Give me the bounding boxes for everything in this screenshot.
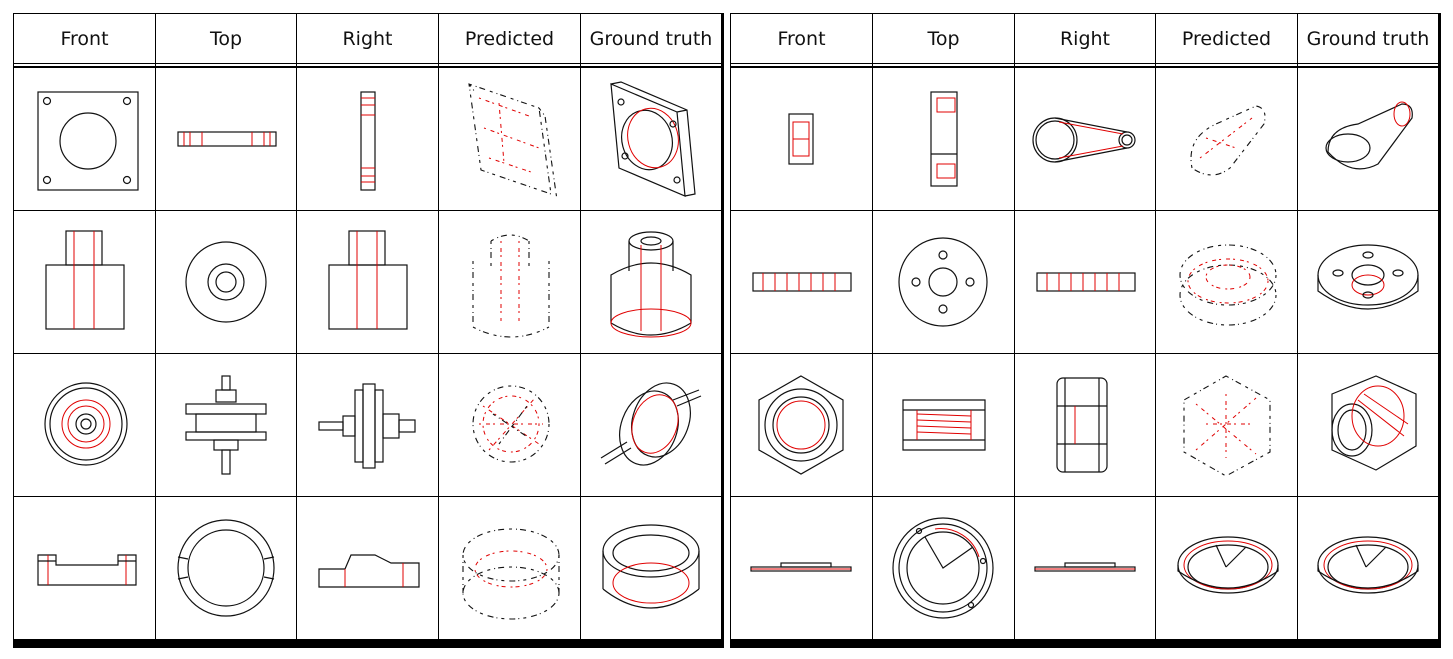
drawing-right-view (1015, 497, 1155, 639)
drawing-top-view (156, 211, 296, 353)
header-right: Right (297, 14, 438, 67)
header-predicted: Predicted (1156, 14, 1297, 67)
left-comparison-table: Front Top Right Predicted Ground truth (13, 13, 724, 648)
header-front: Front (14, 14, 155, 67)
drawing-predicted (1156, 68, 1297, 210)
drawing-right-view (297, 354, 438, 496)
drawing-ground-truth (581, 68, 721, 210)
drawing-top-view (873, 497, 1014, 639)
header-top: Top (156, 14, 296, 67)
drawing-right-view (297, 211, 438, 353)
drawing-ground-truth (581, 211, 721, 353)
header-ground-truth: Ground truth (1298, 14, 1438, 67)
drawing-ground-truth (581, 497, 721, 639)
drawing-right-view (1015, 211, 1155, 353)
drawing-front-view (731, 211, 872, 353)
drawing-predicted (439, 211, 580, 353)
drawing-front-view (731, 497, 872, 639)
drawing-ground-truth (1298, 211, 1438, 353)
drawing-ground-truth (1298, 68, 1438, 210)
drawing-top-view (873, 354, 1014, 496)
drawing-front-view (731, 68, 872, 210)
drawing-predicted (1156, 354, 1297, 496)
drawing-front-view (14, 354, 155, 496)
drawing-front-view (731, 354, 872, 496)
right-comparison-table: Front Top Right Predicted Ground truth (730, 13, 1441, 648)
drawing-predicted (1156, 497, 1297, 639)
drawing-top-view (156, 354, 296, 496)
header-top: Top (873, 14, 1014, 67)
drawing-ground-truth (1298, 354, 1438, 496)
drawing-front-view (14, 211, 155, 353)
drawing-front-view (14, 497, 155, 639)
drawing-right-view (297, 497, 438, 639)
drawing-top-view (156, 68, 296, 210)
header-predicted: Predicted (439, 14, 580, 67)
drawing-ground-truth (1298, 497, 1438, 639)
drawing-front-view (14, 68, 155, 210)
header-right: Right (1015, 14, 1155, 67)
drawing-predicted (1156, 211, 1297, 353)
drawing-right-view (1015, 354, 1155, 496)
drawing-predicted (439, 497, 580, 639)
drawing-top-view (156, 497, 296, 639)
drawing-right-view (1015, 68, 1155, 210)
drawing-predicted (439, 354, 580, 496)
drawing-predicted (439, 68, 580, 210)
drawing-ground-truth (581, 354, 721, 496)
drawing-right-view (297, 68, 438, 210)
header-front: Front (731, 14, 872, 67)
drawing-top-view (873, 68, 1014, 210)
drawing-top-view (873, 211, 1014, 353)
header-ground-truth: Ground truth (581, 14, 721, 67)
